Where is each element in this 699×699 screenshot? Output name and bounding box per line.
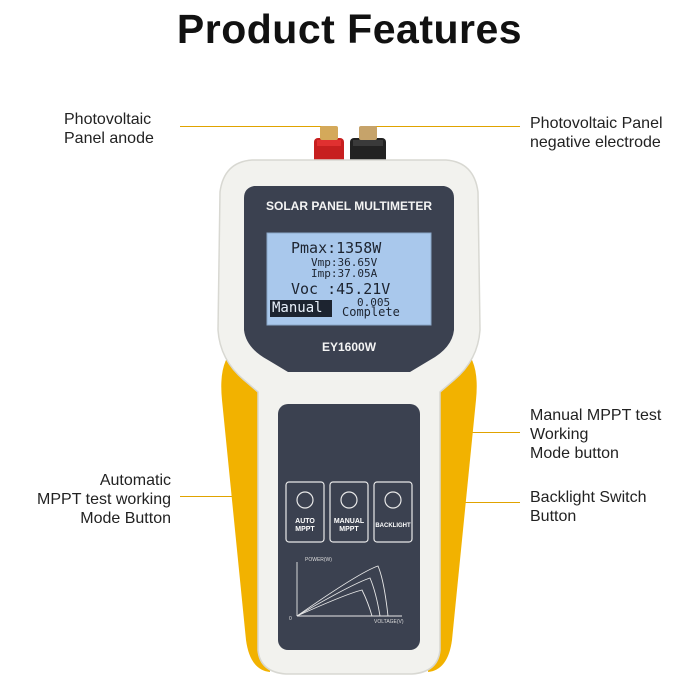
callout-line: Working xyxy=(530,426,589,443)
label-line: AUTO xyxy=(295,518,315,525)
callout-line: Button xyxy=(530,508,577,525)
callout-manual-button: Manual MPPT test Working Mode button xyxy=(530,406,661,463)
callout-line: Mode Button xyxy=(80,510,171,527)
label-line: MANUAL xyxy=(333,518,365,525)
leader-line-backlight xyxy=(412,502,520,503)
leader-line-negative xyxy=(370,126,520,127)
auto-mppt-button[interactable] xyxy=(285,481,325,543)
callout-line: Panel anode xyxy=(64,130,154,147)
lcd-vmp: Vmp:36.65V xyxy=(311,256,378,269)
callout-line: Automatic xyxy=(99,472,171,489)
label-line: MPPT xyxy=(295,526,315,533)
manual-mppt-label: MANUAL MPPT xyxy=(328,518,370,534)
label-line: MPPT xyxy=(339,526,359,533)
callout-pv-negative: Photovoltaic Panel negative electrode xyxy=(530,114,663,152)
manual-mppt-button[interactable] xyxy=(329,481,369,543)
device-header: SOLAR PANEL MULTIMETER xyxy=(266,199,432,213)
lcd-manual-highlight xyxy=(270,300,332,317)
auto-mppt-label: AUTO MPPT xyxy=(286,518,324,534)
callout-line: Photovoltaic xyxy=(64,111,152,128)
callout-line: Mode button xyxy=(530,445,619,462)
lcd-status: Complete xyxy=(342,305,400,319)
callout-line: MPPT test working xyxy=(37,491,171,508)
lcd-imp: Imp:37.05A xyxy=(311,267,378,280)
lcd-mode: Manual xyxy=(272,300,323,316)
curve-x-label: VOLTAGE(V) xyxy=(374,619,404,625)
callout-backlight-button: Backlight Switch Button xyxy=(530,488,647,526)
callout-line: negative electrode xyxy=(530,134,661,151)
lcd-voc: Voc :45.21V xyxy=(291,280,391,298)
leader-line-anode xyxy=(180,126,330,127)
backlight-button[interactable] xyxy=(373,481,413,543)
callout-pv-anode: Photovoltaic Panel anode xyxy=(64,110,154,148)
device-model: EY1600W xyxy=(321,340,377,354)
page-title: Product Features xyxy=(176,6,523,52)
curve-y-label: POWER(W) xyxy=(305,557,332,563)
callout-line: Photovoltaic Panel xyxy=(530,115,663,132)
pv-curve-graphic xyxy=(296,562,402,617)
backlight-label: BACKLIGHT xyxy=(375,523,411,529)
lcd-value: 0.005 xyxy=(357,296,391,309)
curve-origin: 0 xyxy=(289,616,292,622)
callout-line: Manual MPPT test xyxy=(530,407,662,424)
callout-auto-button: Automatic MPPT test working Mode Button xyxy=(0,471,171,528)
lcd-pmax: Pmax:1358W xyxy=(291,239,382,257)
callout-line: Backlight Switch xyxy=(530,489,647,506)
